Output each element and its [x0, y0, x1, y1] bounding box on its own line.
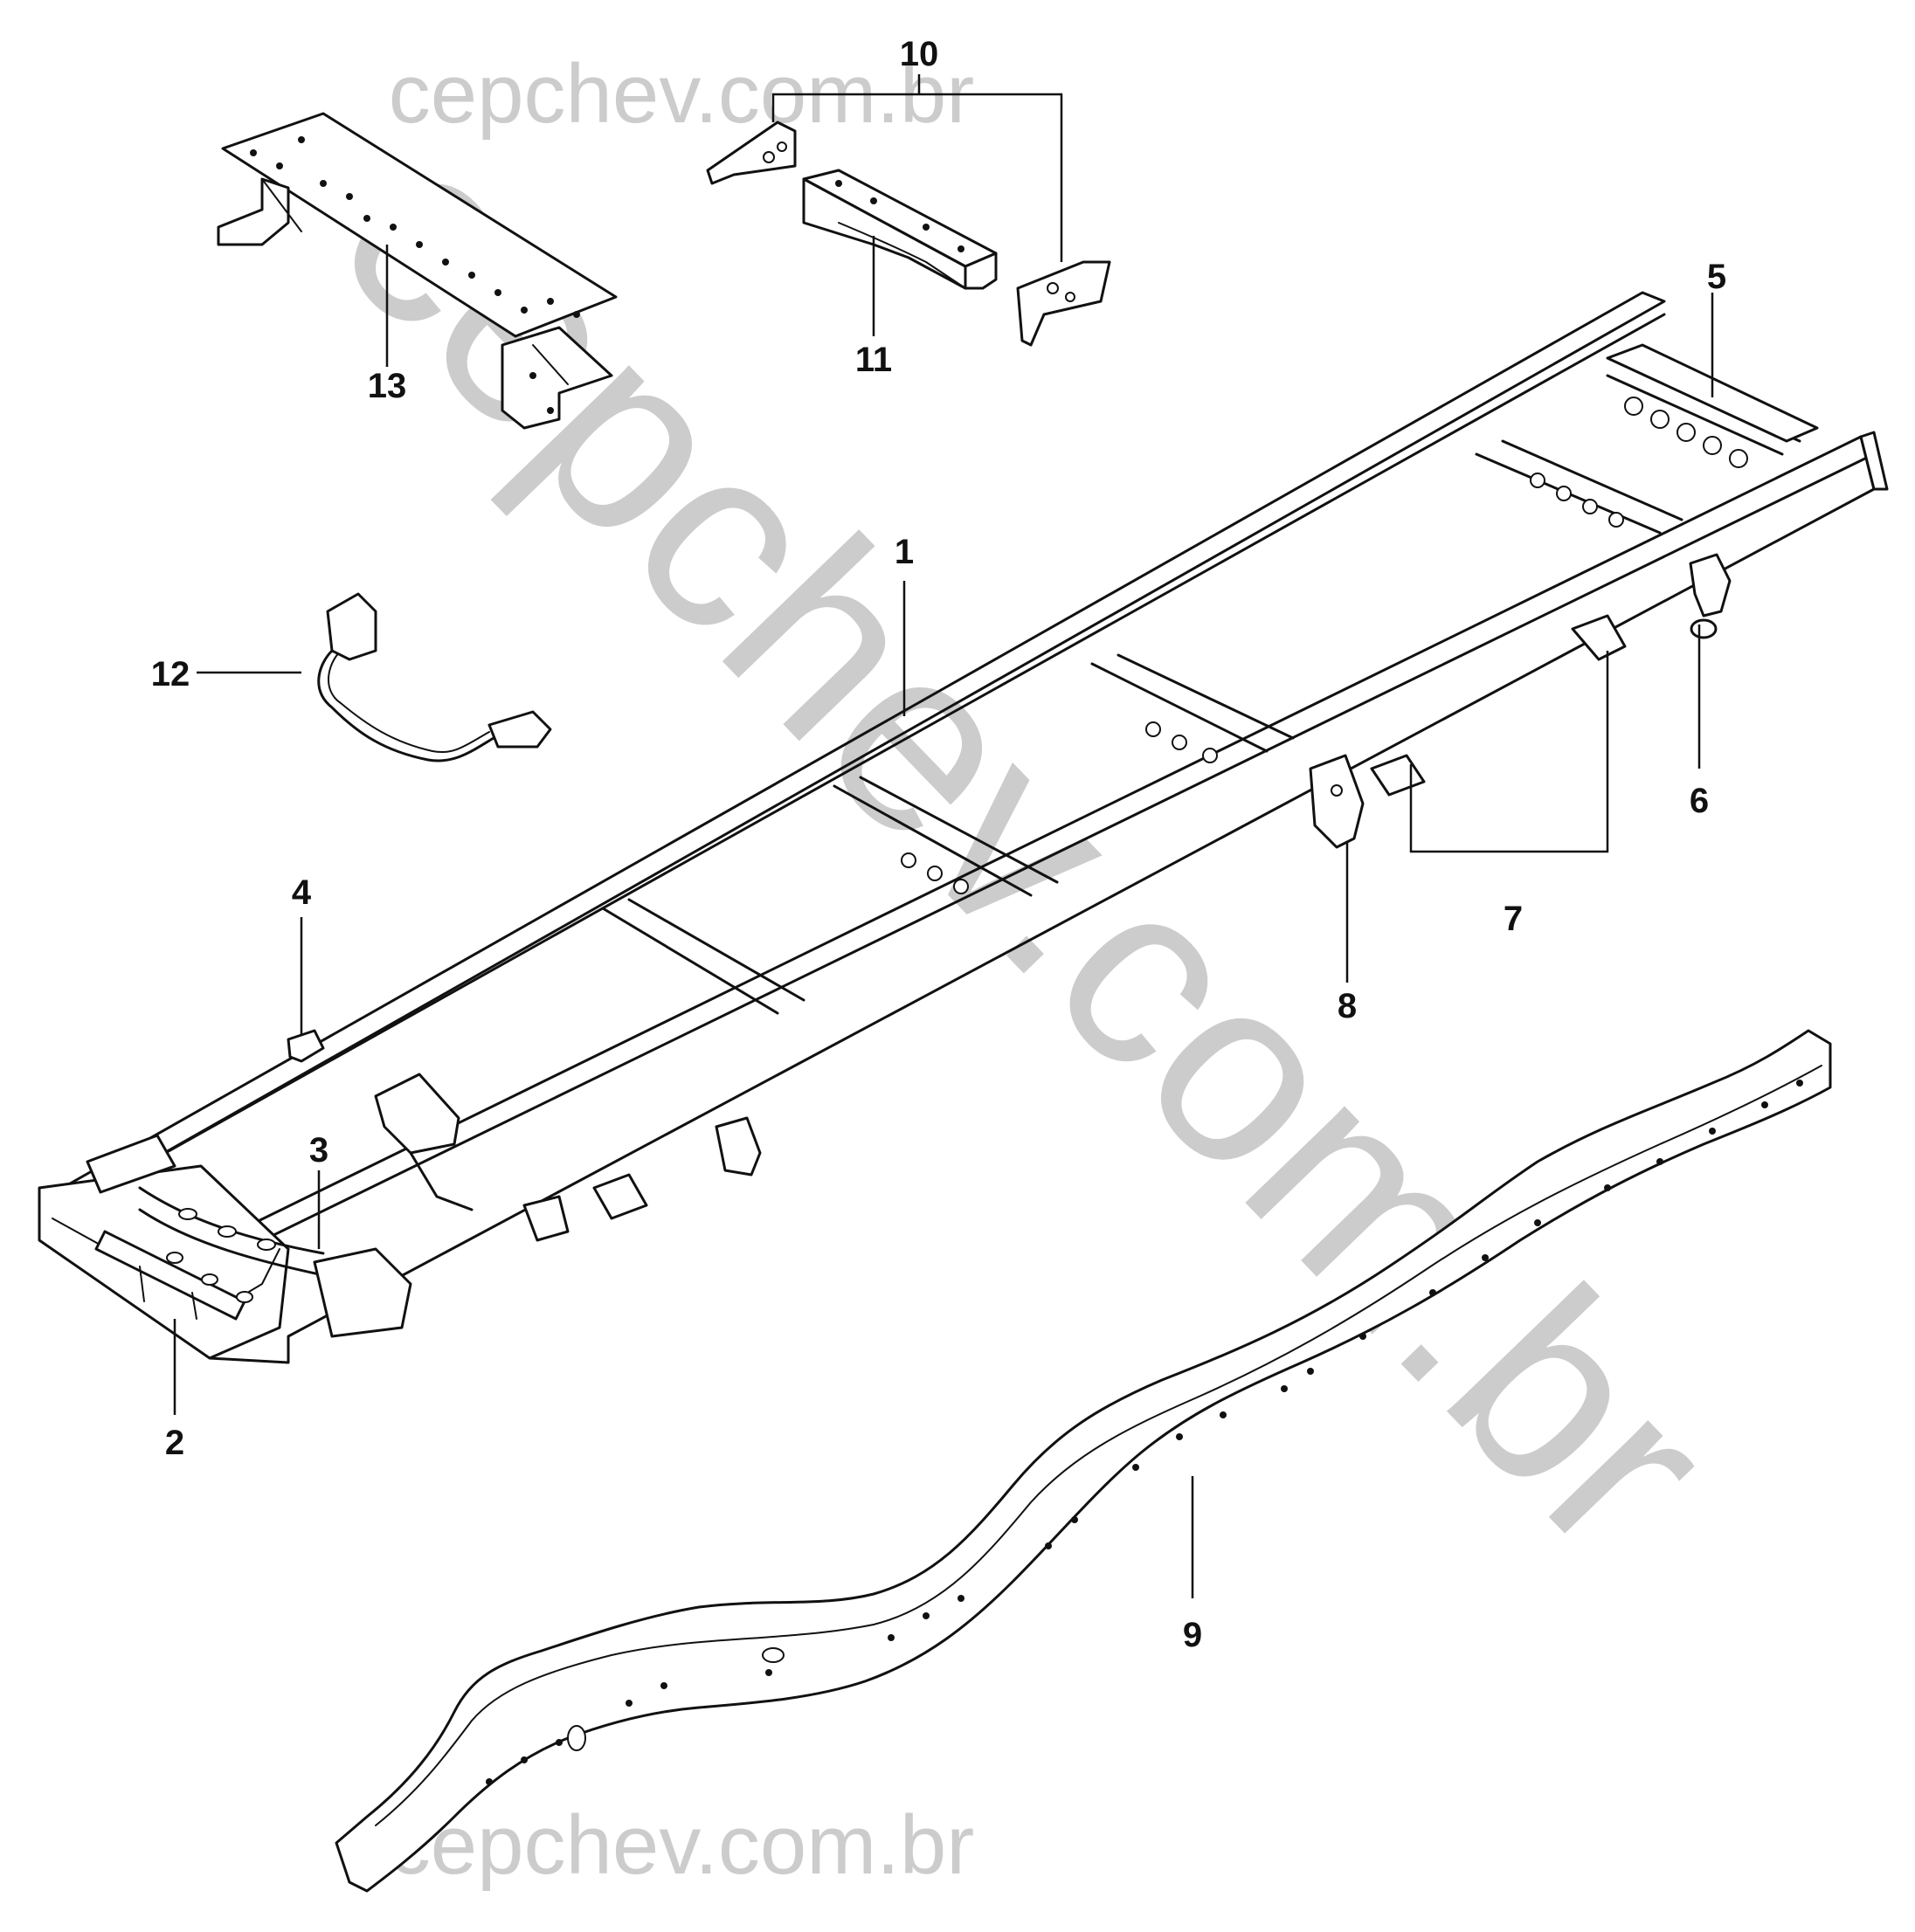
- callout-12: 12: [151, 655, 190, 693]
- callouts: 1 2 3 4 5 6 7 8 9 10 11 12 13: [151, 35, 1726, 1654]
- callout-11: 11: [855, 341, 892, 379]
- callout-8: 8: [1338, 987, 1357, 1025]
- callout-10: 10: [900, 35, 939, 73]
- part-4-bracket: [287, 1029, 325, 1063]
- part-11-crossmember-section: [802, 169, 998, 290]
- part-13-crossmember-bracket: [217, 112, 618, 430]
- part-7-spring-hanger-b: [1370, 754, 1426, 797]
- part-10-bracket-right: [1016, 260, 1111, 347]
- callout-6: 6: [1690, 782, 1709, 820]
- watermark-bottom: cepchev.com.br: [389, 1798, 975, 1892]
- callout-4: 4: [292, 873, 312, 912]
- callout-5: 5: [1707, 258, 1726, 296]
- callout-7: 7: [1504, 900, 1523, 938]
- callout-13: 13: [368, 367, 407, 405]
- part-12-harness: [317, 592, 552, 762]
- part-10-bracket-left: [706, 121, 797, 185]
- callout-9: 9: [1183, 1616, 1202, 1654]
- part-2-front-crossmember: [86, 1134, 253, 1321]
- callout-3: 3: [309, 1131, 328, 1170]
- part-7-spring-hanger-a: [1571, 614, 1627, 661]
- part-8-spring-bracket: [1309, 754, 1365, 849]
- frame-bracket-mid: [522, 1116, 762, 1242]
- callout-2: 2: [165, 1424, 184, 1462]
- callout-1: 1: [895, 533, 914, 571]
- part-9-side-rail: [335, 1029, 1832, 1893]
- part-3-suspension-crossmember: [138, 1186, 412, 1338]
- part-6-shackle-bracket: [1689, 553, 1732, 639]
- leader-lines: [173, 74, 1714, 1598]
